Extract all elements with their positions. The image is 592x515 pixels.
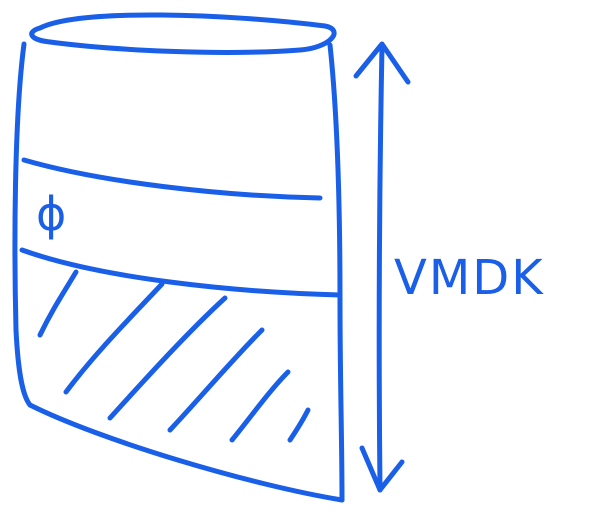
size-arrow-shaft [379,46,382,490]
hatch-line [232,372,288,440]
vmdk-label: VMDK [394,250,545,306]
cylinder-left-side [15,44,30,405]
cylinder-right-side [330,45,342,500]
hatch-line [170,330,262,430]
phi-symbol: ϕ [36,187,66,241]
lower-divider-line [22,250,340,295]
cylinder-top-ellipse [32,15,334,52]
hatch-line [40,272,76,335]
cylinder-bottom [30,405,342,500]
hatch-line [290,410,308,440]
upper-divider-line [24,160,320,198]
hatch-line [110,298,225,418]
